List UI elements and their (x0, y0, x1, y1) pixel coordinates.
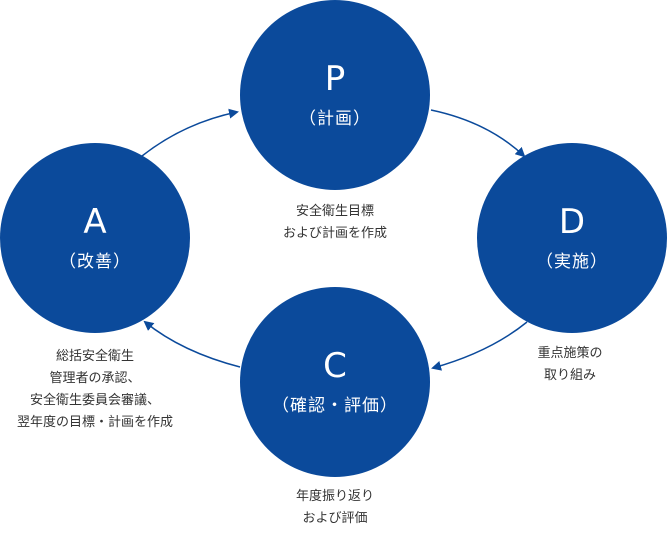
act-description-line: 安全衛生委員会審議、 (29, 393, 160, 408)
node-act-letter: A (83, 202, 107, 242)
act-description-line: 翌年度の目標・計画を作成 (16, 415, 173, 430)
node-do-letter: D (558, 202, 586, 242)
do-description-line: 取り組み (543, 368, 596, 383)
arrow-p-to-d (430, 109, 526, 158)
node-do: D （実施） (477, 143, 667, 333)
node-check-letter: C (323, 346, 347, 386)
node-plan-letter: P (324, 59, 346, 99)
node-act: A （改善） (0, 143, 190, 333)
do-description: 重点施策の 取り組み (500, 343, 640, 387)
check-description: 年度振り返り および評価 (255, 486, 415, 530)
check-description-line: 年度振り返り (295, 489, 374, 504)
node-act-label: （改善） (59, 252, 131, 272)
node-plan: P （計画） (240, 0, 430, 190)
arrow-c-to-a (143, 320, 241, 368)
arrow-d-to-c (431, 321, 528, 371)
plan-description: 安全衛生目標 および計画を作成 (255, 201, 415, 245)
node-check-label: （確認・評価） (272, 396, 398, 416)
node-plan-label: （計画） (299, 109, 371, 129)
act-description-line: 総括安全衛生 (55, 349, 134, 364)
plan-description-line: 安全衛生目標 (295, 204, 374, 219)
arrow-a-to-p (141, 108, 239, 157)
plan-description-line: および計画を作成 (282, 226, 387, 241)
act-description: 総括安全衛生 管理者の承認、 安全衛生委員会審議、 翌年度の目標・計画を作成 (0, 346, 190, 434)
node-check: C （確認・評価） (240, 287, 430, 477)
do-description-line: 重点施策の (537, 346, 603, 361)
act-description-line: 管理者の承認、 (49, 371, 141, 386)
node-do-label: （実施） (536, 252, 608, 272)
check-description-line: および評価 (302, 511, 368, 526)
